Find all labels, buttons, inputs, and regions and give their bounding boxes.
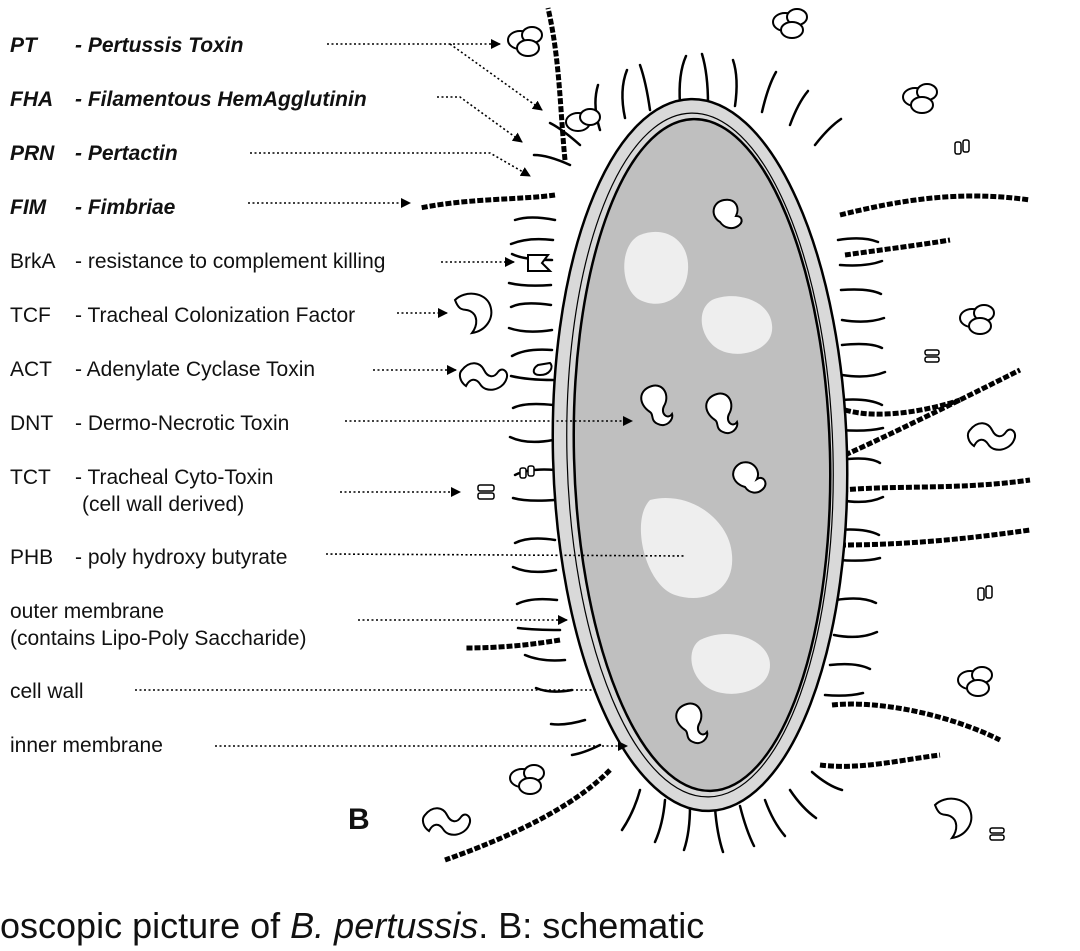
panel-label: B <box>348 803 370 836</box>
extracellular-molecules <box>421 8 1016 841</box>
label-inner-membrane: inner membrane <box>10 734 163 757</box>
label-outer-membrane: outer membrane <box>10 600 164 623</box>
cell-body <box>419 7 1031 863</box>
label-fim-abbr: FIM <box>10 196 47 219</box>
leader-lines <box>135 39 687 751</box>
tct-icon <box>477 139 1005 841</box>
label-pt-desc: - Pertussis Toxin <box>75 34 243 57</box>
caption-part1: oscopic picture of <box>0 905 290 946</box>
dnt-molecules <box>640 198 767 744</box>
label-list: PT - Pertussis Toxin FHA - Filamentous H… <box>10 34 385 757</box>
label-tct-abbr: TCT <box>10 466 51 489</box>
label-tcf-desc: - Tracheal Colonization Factor <box>75 304 355 327</box>
fimbriae-chains <box>419 7 1031 863</box>
pt-toxin-icon <box>507 8 995 795</box>
phb-granules <box>624 231 773 694</box>
label-tcf-abbr: TCF <box>10 304 51 327</box>
label-act-abbr: ACT <box>10 358 52 381</box>
label-fha-desc: - Filamentous HemAgglutinin <box>75 88 367 111</box>
label-brka-abbr: BrkA <box>10 250 56 273</box>
figure-caption: oscopic picture of B. pertussis. B: sche… <box>0 905 704 946</box>
label-pt-abbr: PT <box>10 34 39 57</box>
act-icon <box>458 362 508 391</box>
label-cell-wall: cell wall <box>10 680 84 703</box>
label-tct-desc: - Tracheal Cyto-Toxin <box>75 466 273 489</box>
label-dnt-abbr: DNT <box>10 412 53 435</box>
label-prn-desc: - Pertactin <box>75 142 178 165</box>
label-phb-desc: - poly hydroxy butyrate <box>75 546 287 569</box>
tcf-icon <box>453 292 493 335</box>
label-fim-desc: - Fimbriae <box>75 196 176 219</box>
label-brka-desc: - resistance to complement killing <box>75 250 385 273</box>
label-outer-membrane-note: (contains Lipo-Poly Saccharide) <box>10 627 306 650</box>
label-phb-abbr: PHB <box>10 546 53 569</box>
label-dnt-desc: - Dermo-Necrotic Toxin <box>75 412 289 435</box>
caption-species: B. pertussis <box>290 905 478 946</box>
label-tct-desc2: (cell wall derived) <box>82 493 244 516</box>
caption-part2: . B: schematic <box>478 905 704 946</box>
label-fha-abbr: FHA <box>10 88 53 111</box>
surface-appendages <box>507 52 887 854</box>
label-prn-abbr: PRN <box>10 142 55 165</box>
label-act-desc: - Adenylate Cyclase Toxin <box>75 358 315 381</box>
